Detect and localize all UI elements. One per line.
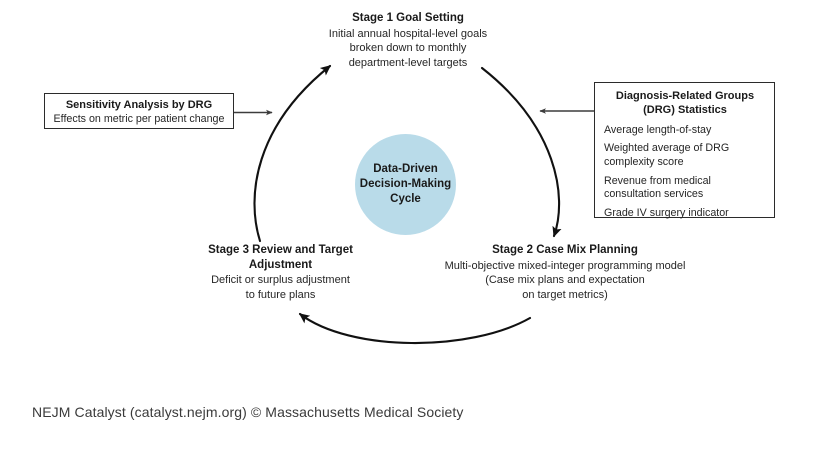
list-item: Average length-of-stay xyxy=(604,123,712,136)
arc-stage2-to-stage3 xyxy=(298,312,532,345)
stage-1-block: Stage 1 Goal Setting Initial annual hosp… xyxy=(283,11,533,71)
drg-statistics-title: Diagnosis-Related Groups (DRG) Statistic… xyxy=(615,90,755,117)
list-item: Grade IV surgery indicator xyxy=(604,207,729,220)
sensitivity-analysis-title: Sensitivity Analysis by DRG xyxy=(65,99,213,111)
stage-1-title: Stage 1 Goal Setting xyxy=(352,12,464,24)
list-item: Revenue from medical consultation servic… xyxy=(604,174,711,201)
stage-2-block: Stage 2 Case Mix Planning Multi-objectiv… xyxy=(425,243,705,303)
cycle-center-label: Data-Driven Decision-Making Cycle xyxy=(359,162,452,206)
stage-3-body: Deficit or surplus adjustment to future … xyxy=(211,274,350,302)
stage-2-title: Stage 2 Case Mix Planning xyxy=(492,244,638,256)
sensitivity-analysis-subtitle: Effects on metric per patient change xyxy=(53,113,225,126)
arc-stage3-to-stage1 xyxy=(253,64,332,243)
drg-statistics-box: Diagnosis-Related Groups (DRG) Statistic… xyxy=(594,82,775,221)
arc-stage1-to-stage2 xyxy=(480,66,562,238)
stage-1-body: Initial annual hospital-level goals brok… xyxy=(328,27,488,69)
drg-statistics-list: Average length-of-stay Weighted average … xyxy=(604,124,766,221)
footer-credit: NEJM Catalyst (catalyst.nejm.org) © Mass… xyxy=(32,404,464,420)
sensitivity-analysis-box: Sensitivity Analysis by DRG Effects on m… xyxy=(44,93,234,129)
stage-2-body: Multi-objective mixed-integer programmin… xyxy=(444,259,686,301)
list-item: Weighted average of DRG complexity score xyxy=(604,142,730,168)
cycle-center-circle: Data-Driven Decision-Making Cycle xyxy=(355,134,456,235)
stage-3-block: Stage 3 Review and Target Adjustment Def… xyxy=(184,243,377,303)
stage-3-title: Stage 3 Review and Target Adjustment xyxy=(208,244,353,271)
